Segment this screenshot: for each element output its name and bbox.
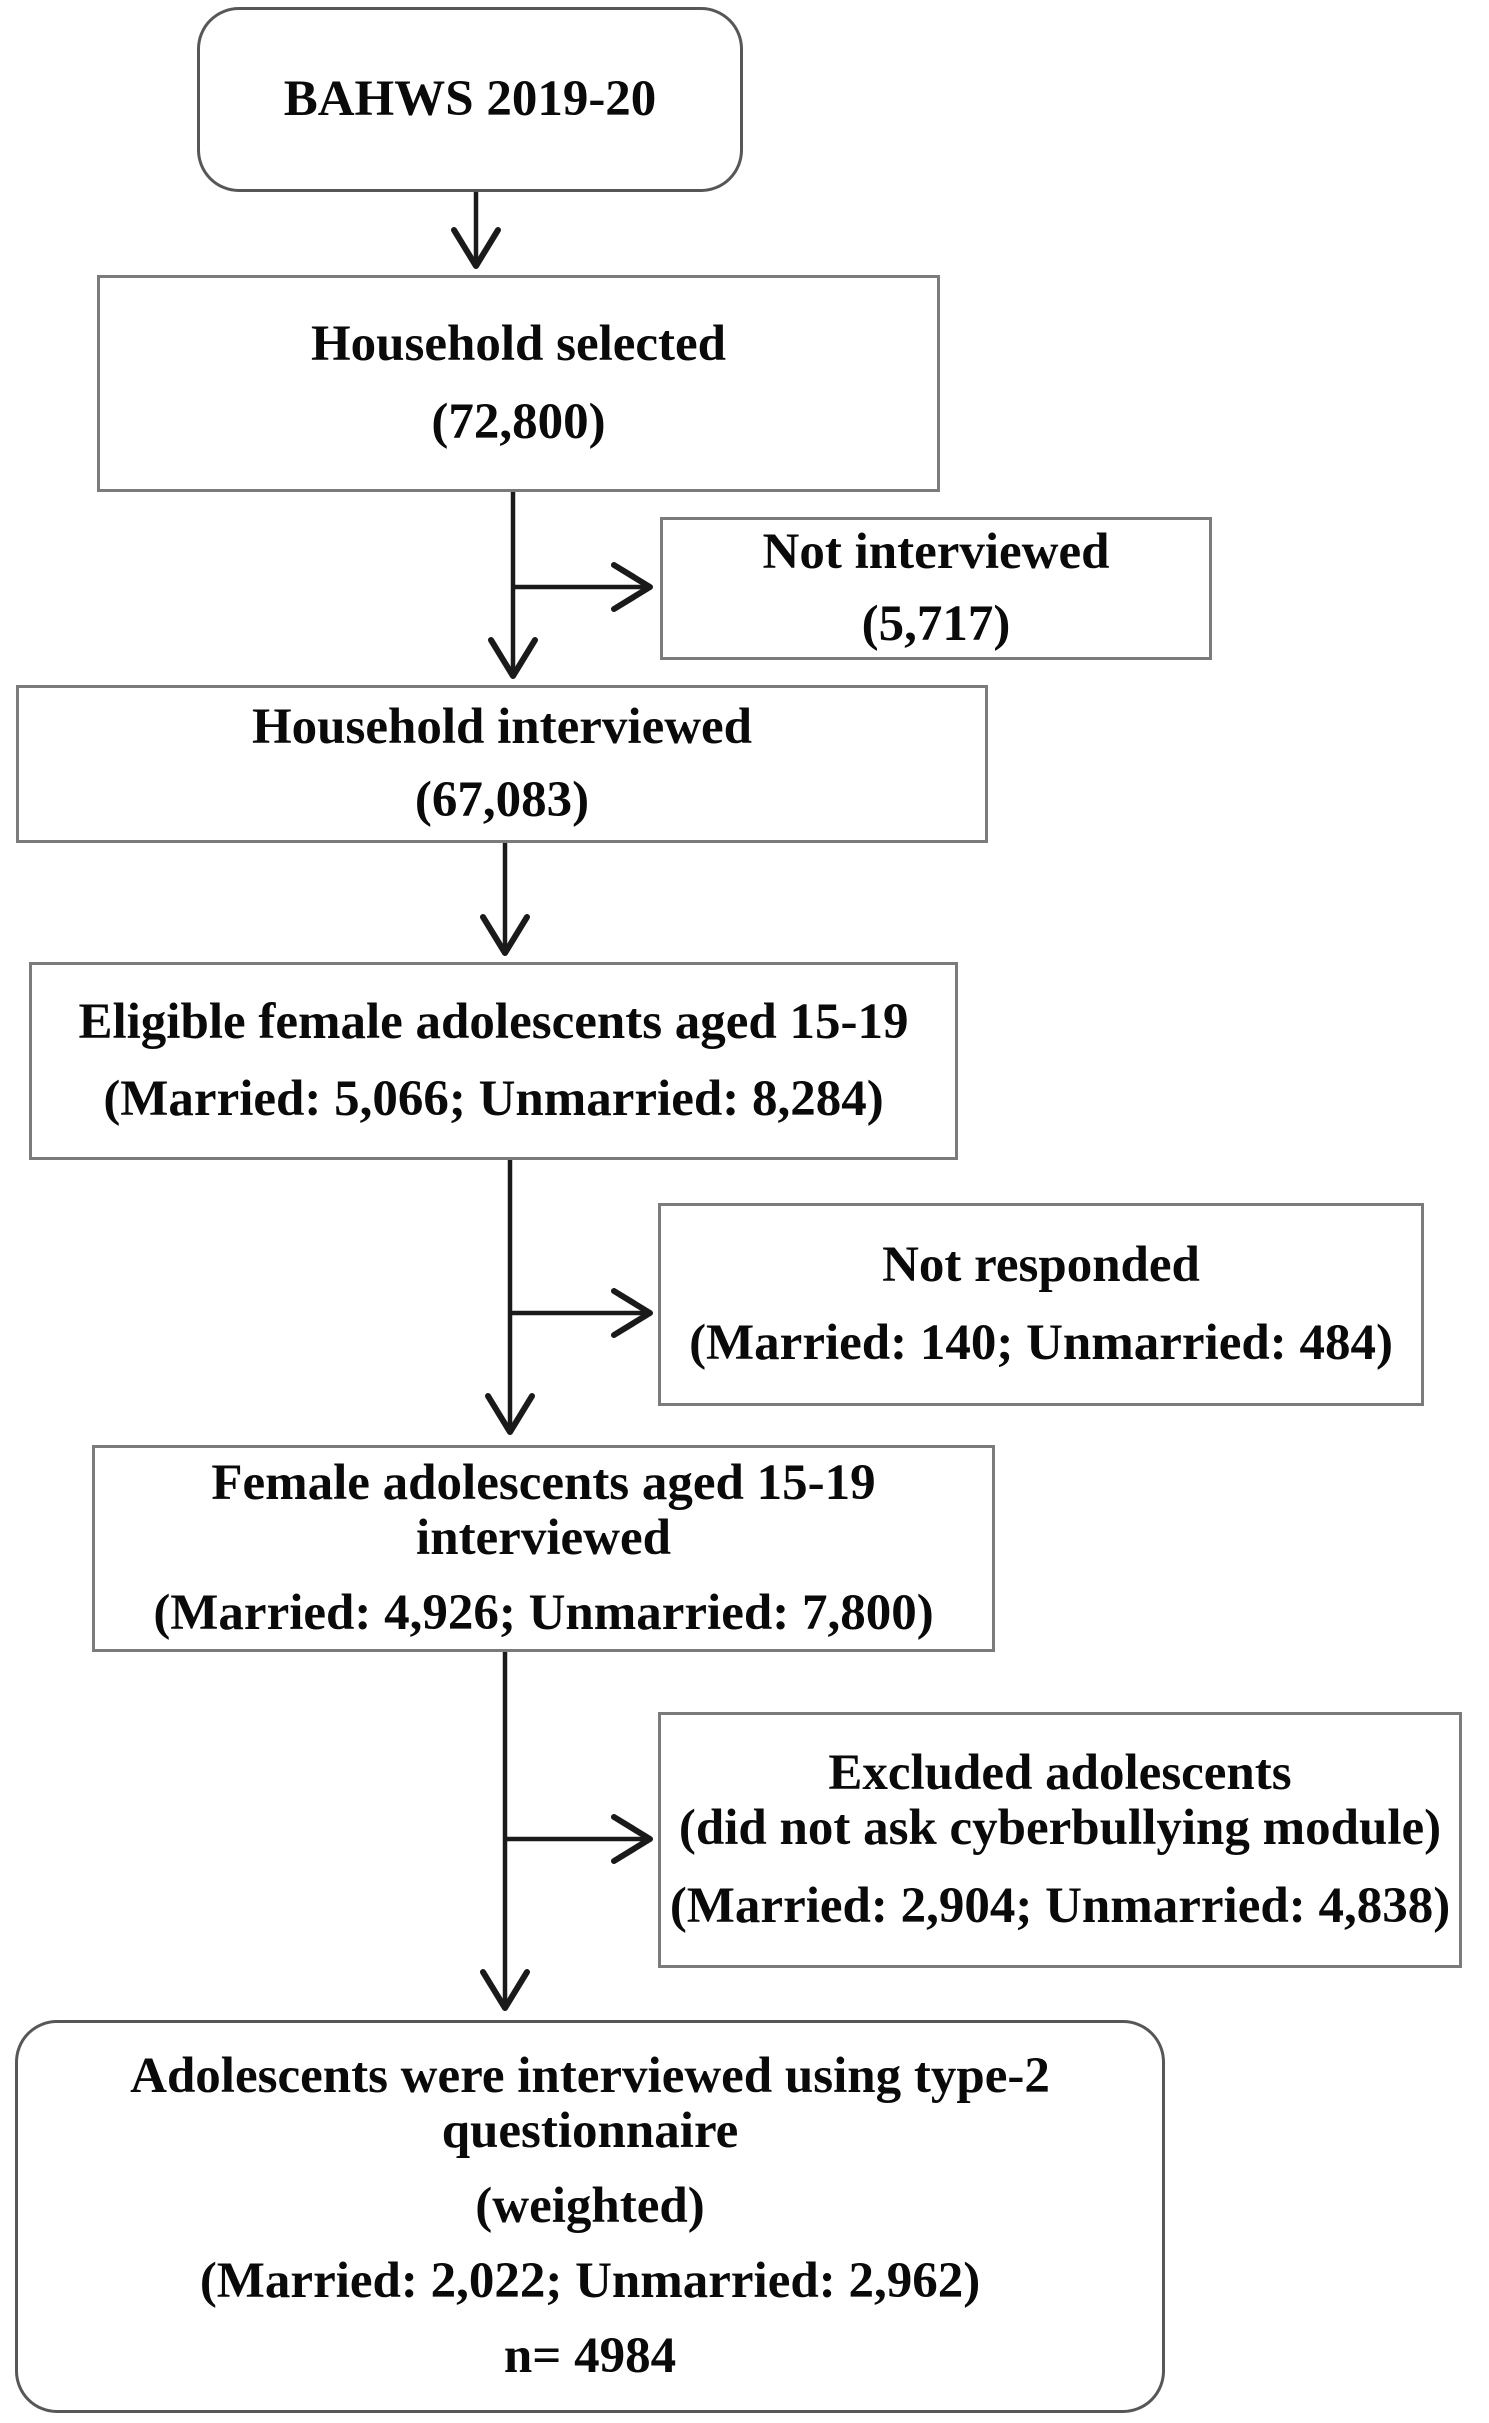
node-count: (Married: 140; Unmarried: 484)	[689, 1314, 1393, 1371]
node-count: (5,717)	[861, 595, 1011, 652]
node-count: (Married: 2,904; Unmarried: 4,838)	[669, 1877, 1451, 1934]
node-title: Female adolescents aged 15-19 interviewe…	[211, 1454, 876, 1566]
node-title: Excluded adolescents	[828, 1745, 1292, 1802]
node-eligible-adolescents: Eligible female adolescents aged 15-19 (…	[29, 962, 958, 1160]
node-count: (67,083)	[414, 772, 590, 828]
node-sample-size: n= 4984	[503, 2328, 677, 2385]
node-female-adolescents-interviewed: Female adolescents aged 15-19 interviewe…	[92, 1445, 995, 1652]
node-title: Not interviewed	[762, 524, 1110, 581]
node-count: (72,800)	[431, 393, 606, 450]
node-subtitle: (did not ask cyberbullying module)	[678, 1800, 1442, 1857]
node-subtitle: (weighted)	[475, 2177, 705, 2234]
node-household-interviewed: Household interviewed (67,083)	[16, 685, 988, 843]
node-count: (Married: 2,022; Unmarried: 2,962)	[199, 2253, 981, 2310]
node-excluded-adolescents: Excluded adolescents (did not ask cyberb…	[658, 1712, 1462, 1968]
node-title: Not responded	[882, 1237, 1200, 1294]
node-title: Eligible female adolescents aged 15-19	[78, 993, 909, 1050]
node-title: Household selected	[310, 316, 727, 373]
node-count: (Married: 4,926; Unmarried: 7,800)	[153, 1585, 934, 1642]
node-title: Adolescents were interviewed using type-…	[130, 2047, 1050, 2159]
node-title-group: Excluded adolescents (did not ask cyberb…	[679, 1746, 1441, 1856]
node-title: Household interviewed	[251, 698, 753, 755]
node-count: (Married: 5,066; Unmarried: 8,284)	[103, 1071, 884, 1127]
node-bahws-survey: BAHWS 2019-20	[197, 7, 743, 192]
node-not-responded: Not responded (Married: 140; Unmarried: …	[658, 1203, 1424, 1406]
node-not-interviewed: Not interviewed (5,717)	[660, 517, 1212, 660]
node-final-sample: Adolescents were interviewed using type-…	[15, 2020, 1165, 2413]
node-title: BAHWS 2019-20	[283, 70, 657, 127]
node-household-selected: Household selected (72,800)	[97, 275, 940, 492]
